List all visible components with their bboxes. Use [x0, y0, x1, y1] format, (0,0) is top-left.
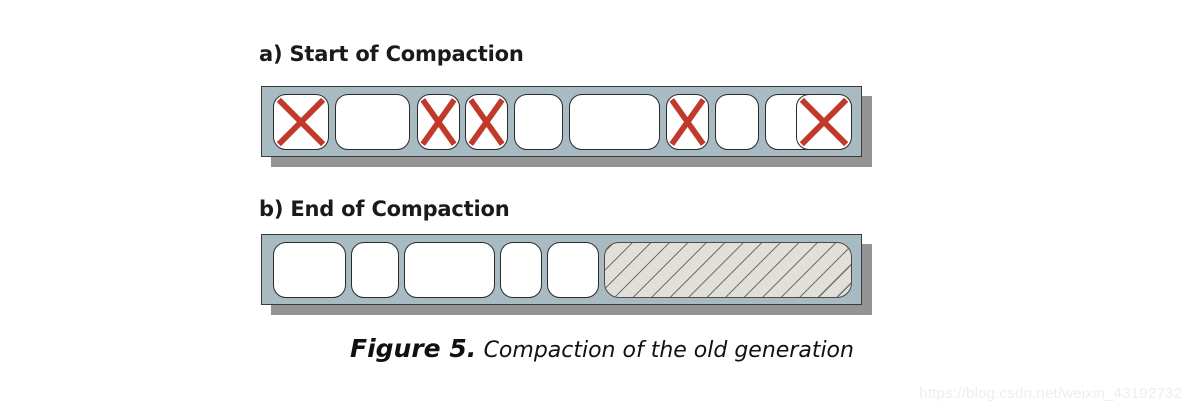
- dead-object-x-icon: [468, 98, 505, 146]
- heap-bar-end-cells: [262, 235, 863, 306]
- free-space-hatch-pattern: [605, 243, 851, 297]
- watermark-url: https://blog.csdn.net/weixin_43192732: [919, 385, 1182, 402]
- heap-bar-start: [261, 86, 872, 167]
- heap-bar-start-body: [261, 86, 862, 157]
- heap-cell-start-object-1: [273, 94, 329, 150]
- heap-cell-start-object-6: [569, 94, 660, 150]
- heap-bar-end-body: [261, 234, 862, 305]
- heap-cell-start-object-10: [796, 94, 852, 150]
- heap-bar-end: [261, 234, 872, 315]
- heap-cell-start-object-7: [666, 94, 709, 150]
- figure-caption: Figure 5. Compaction of the old generati…: [0, 334, 1204, 363]
- figure-caption-text: Compaction of the old generation: [483, 338, 854, 363]
- panel-heading-start-of-compaction: a) Start of Compaction: [259, 42, 524, 66]
- heap-cell-end-object-5: [547, 242, 599, 298]
- heap-cell-end-object-4: [500, 242, 542, 298]
- heap-bar-start-cells: [262, 87, 863, 158]
- heap-cell-end-object-2: [351, 242, 399, 298]
- heap-cell-start-object-3: [417, 94, 460, 150]
- heap-cell-start-object-2: [335, 94, 410, 150]
- panel-heading-end-of-compaction: b) End of Compaction: [259, 197, 510, 221]
- heap-cell-end-object-1: [273, 242, 346, 298]
- heap-cell-end-object-3: [404, 242, 495, 298]
- heap-cell-end-free-space: [604, 242, 852, 298]
- heap-cell-start-object-5: [514, 94, 563, 150]
- figure-caption-label: Figure 5.: [350, 334, 477, 363]
- dead-object-x-icon: [669, 98, 706, 146]
- heap-cell-start-object-8: [715, 94, 759, 150]
- dead-object-x-icon: [799, 97, 849, 147]
- dead-object-x-icon: [420, 98, 457, 146]
- dead-object-x-icon: [276, 97, 326, 147]
- heap-cell-start-object-4: [465, 94, 508, 150]
